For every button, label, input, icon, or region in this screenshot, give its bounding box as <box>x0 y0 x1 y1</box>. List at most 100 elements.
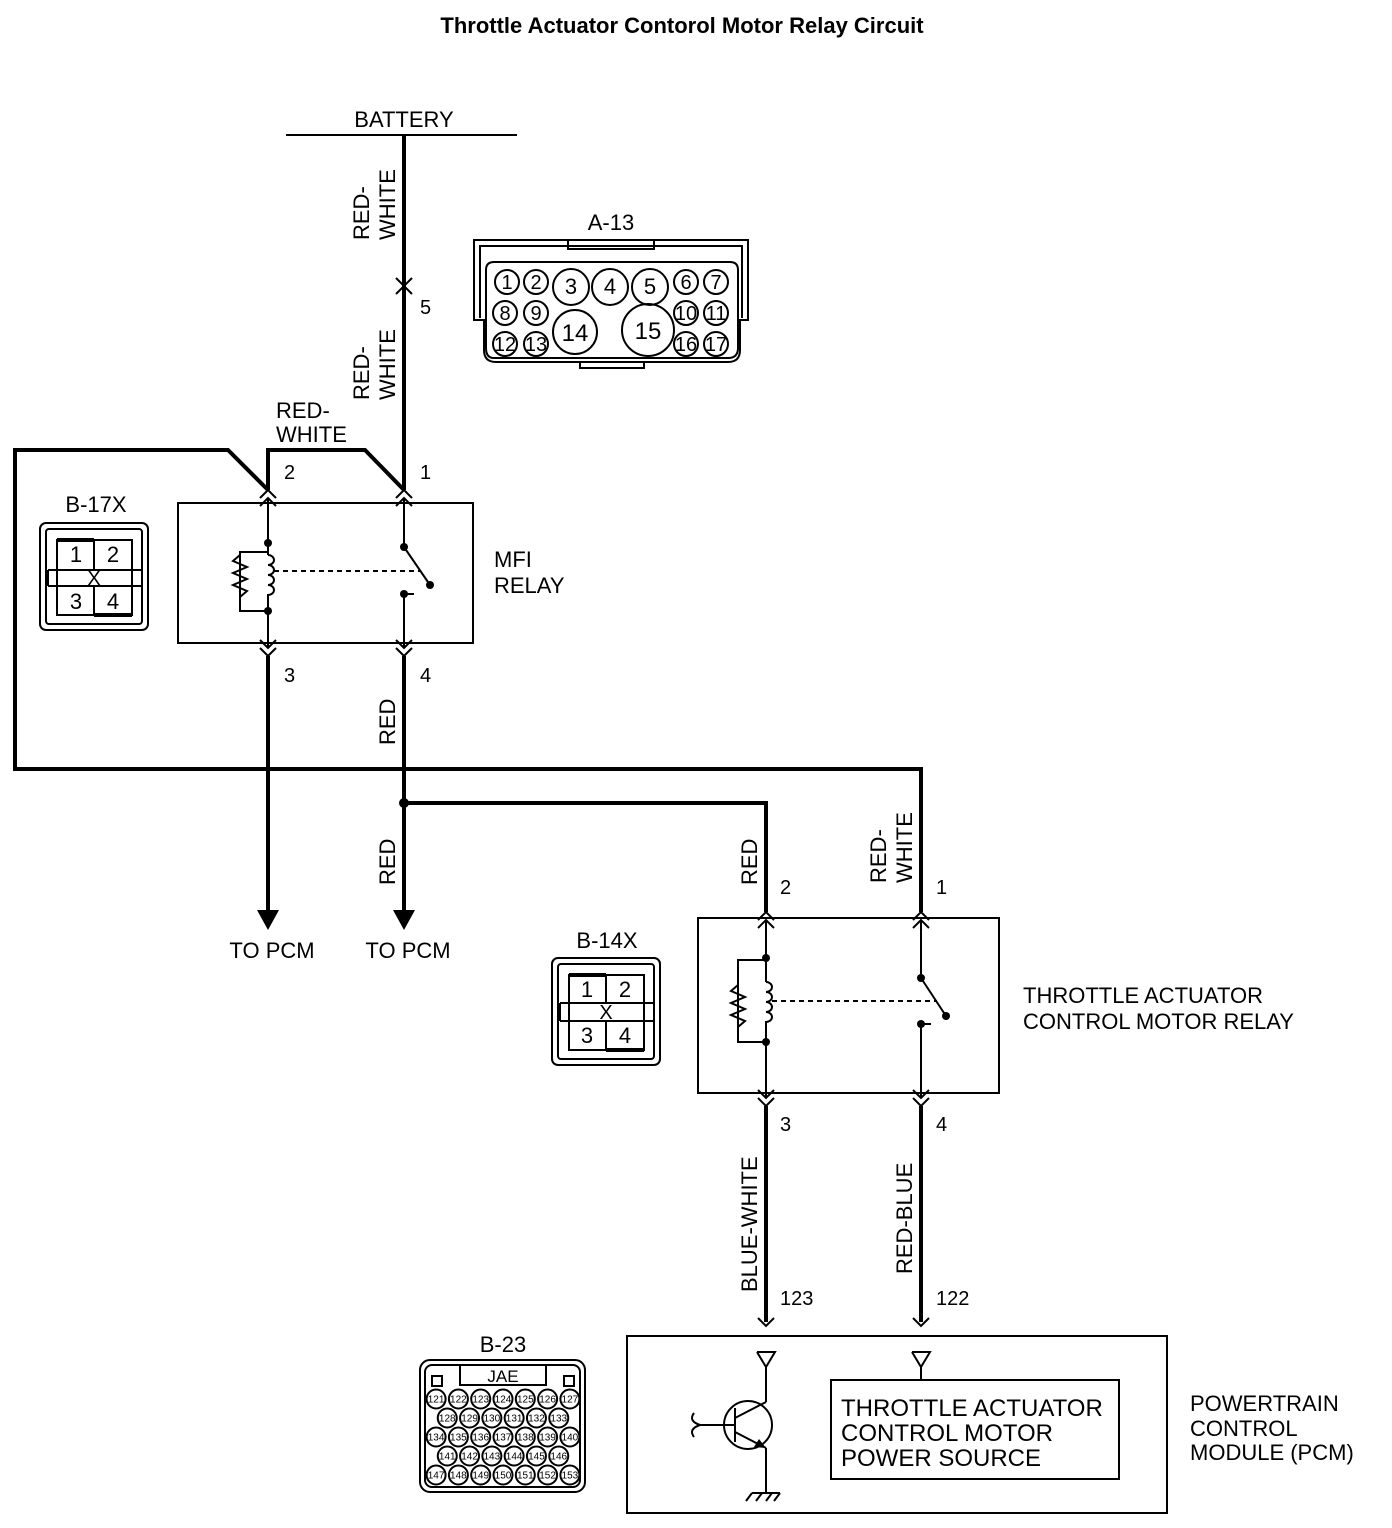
connector-b17x-label: B-17X <box>65 492 126 517</box>
to-pcm-arrow-1 <box>257 910 279 930</box>
to-pcm-label-2: TO PCM <box>365 938 450 963</box>
wire-label-blue-white: BLUE-WHITE <box>737 1156 762 1292</box>
svg-text:3: 3 <box>70 589 82 614</box>
a13-pin-2 <box>523 269 549 295</box>
b23-pin-130 <box>481 1407 503 1429</box>
b23-pin-129 <box>459 1407 481 1429</box>
b23-pin-134 <box>425 1426 447 1448</box>
connector-a13-inner <box>479 245 743 318</box>
b23-pin-150 <box>492 1464 514 1486</box>
tac-pin1-mark <box>912 910 930 921</box>
pcm-terminal-123 <box>756 1351 777 1369</box>
a13-pin-label-13: 13 <box>525 334 547 356</box>
connector-a13-outer <box>473 239 749 363</box>
connector-b23-maker: JAE <box>487 1367 518 1386</box>
tac-relay-internals <box>728 920 950 1098</box>
a13-pin-label-6: 6 <box>680 272 691 294</box>
a13-pin-label-4: 4 <box>604 274 616 299</box>
a13-pin-label-10: 10 <box>675 303 697 325</box>
a13-pin-3 <box>552 268 590 306</box>
connector-b17x: B-17X 1 2 X 3 4 <box>39 492 149 631</box>
svg-text:3: 3 <box>581 1023 593 1048</box>
pcm-pin123-mark <box>757 1317 775 1328</box>
b23-pin-label-142: 142 <box>461 1452 478 1463</box>
b23-pin-138 <box>514 1426 536 1448</box>
wire-label-red-white-loop: RED- WHITE <box>276 398 347 447</box>
a13-pin-label-7: 7 <box>710 272 721 294</box>
tac-pin2-mark <box>757 910 775 921</box>
a13-pin-label-14: 14 <box>562 320 589 347</box>
b23-pin-label-130: 130 <box>484 1414 501 1425</box>
connector-a13-body <box>485 261 739 359</box>
wire-label-red-blue: RED-BLUE <box>892 1163 917 1274</box>
b23-pin-label-131: 131 <box>506 1414 523 1425</box>
a13-pin-label-11: 11 <box>706 303 727 325</box>
b23-pin-label-138: 138 <box>517 1433 534 1444</box>
a13-pin-label-2: 2 <box>530 272 541 294</box>
wire-red-white-outer-loop <box>13 448 923 912</box>
b23-pin-123 <box>470 1388 492 1410</box>
a13-pin-7 <box>703 269 729 295</box>
b23-pin-128 <box>436 1407 458 1429</box>
wire-label-red-1: RED <box>375 699 400 745</box>
svg-text:4: 4 <box>619 1023 631 1048</box>
b23-pin-127 <box>559 1388 581 1410</box>
b23-pin-label-152: 152 <box>539 1471 556 1482</box>
b23-pin-label-139: 139 <box>539 1433 556 1444</box>
b23-pin-label-140: 140 <box>562 1433 579 1444</box>
b23-pin-label-126: 126 <box>539 1395 556 1406</box>
pcm-pin-123: 123 <box>780 1288 813 1310</box>
a13-pin-16 <box>673 331 699 357</box>
a13-pin-1 <box>494 269 520 295</box>
b23-pin-label-151: 151 <box>517 1471 534 1482</box>
svg-text:2: 2 <box>107 542 119 567</box>
svg-text:X: X <box>87 568 100 590</box>
a13-pin-12 <box>492 331 518 357</box>
b23-pin-136 <box>470 1426 492 1448</box>
tac-coil <box>765 981 773 1042</box>
a13-pin-label-8: 8 <box>499 303 510 325</box>
mfi-relay-pin-3: 3 <box>284 665 295 687</box>
tac-resistor <box>728 984 748 1028</box>
a13-pin-8 <box>492 300 518 326</box>
mfi-pin2-mark <box>259 488 277 499</box>
a13-pin-label-12: 12 <box>494 334 516 356</box>
a13-pin-17 <box>703 331 729 357</box>
b23-pin-147 <box>425 1464 447 1486</box>
b23-pin-153 <box>559 1464 581 1486</box>
connector-a13-label: A-13 <box>588 210 634 235</box>
b23-pin-126 <box>537 1388 559 1410</box>
b23-pin-label-135: 135 <box>450 1433 467 1444</box>
mfi-coil <box>267 554 275 611</box>
b23-pin-label-124: 124 <box>495 1395 512 1406</box>
b23-pin-122 <box>447 1388 469 1410</box>
wire-label-red-3: RED <box>737 839 762 885</box>
connector-b14x-label: B-14X <box>576 928 637 953</box>
connector-b23-label: B-23 <box>480 1332 526 1357</box>
a13-pin-label-1: 1 <box>501 272 512 294</box>
wire-label-red-2: RED <box>375 839 400 885</box>
connector-a13-key-bottom <box>579 361 645 369</box>
svg-text:1: 1 <box>581 977 593 1002</box>
tac-relay-pin-4: 4 <box>936 1114 947 1136</box>
b23-pin-label-123: 123 <box>472 1395 489 1406</box>
b23-pin-label-122: 122 <box>450 1395 467 1406</box>
a13-pin-label-17: 17 <box>705 334 727 356</box>
b23-pin-140 <box>559 1426 581 1448</box>
mfi-relay-pin-2: 2 <box>284 462 295 484</box>
b23-pin-143 <box>481 1445 503 1467</box>
svg-text:2: 2 <box>619 977 631 1002</box>
a13-pin-4 <box>591 268 629 306</box>
b23-pin-label-150: 150 <box>495 1471 512 1482</box>
tac-relay-box <box>697 917 1000 1094</box>
b23-pin-146 <box>548 1445 570 1467</box>
a13-pin-9 <box>523 300 549 326</box>
wire-label-red-white-tac: RED- WHITE <box>866 812 917 883</box>
b23-pin-label-153: 153 <box>562 1471 579 1482</box>
tac-relay-pin-3: 3 <box>780 1114 791 1136</box>
diagram-title: Throttle Actuator Contorol Motor Relay C… <box>440 13 924 38</box>
wire-red-to-tac-relay <box>404 801 768 912</box>
